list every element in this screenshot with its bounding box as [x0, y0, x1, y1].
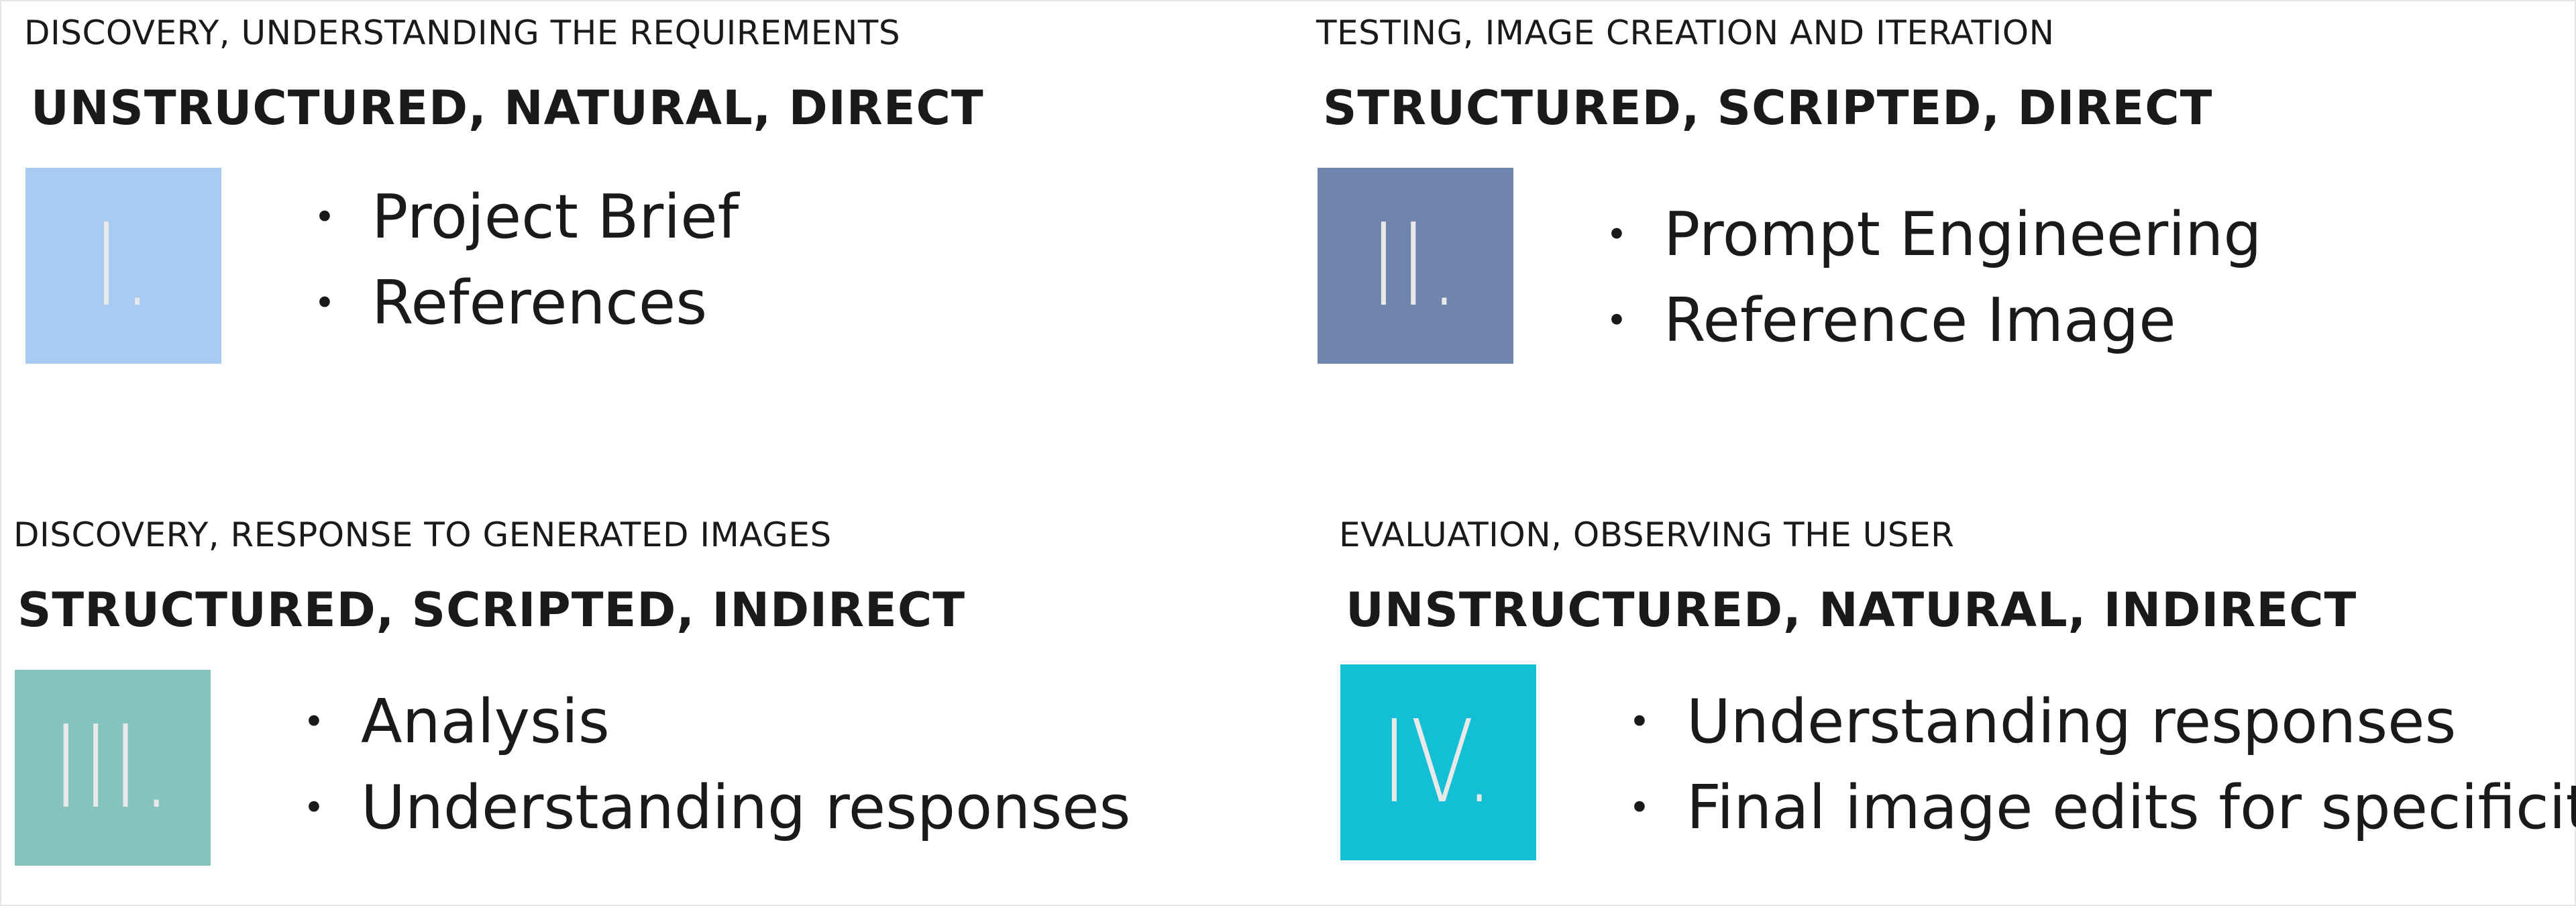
quadrant-1-numeral-box: I. — [25, 168, 221, 364]
quadrant-4-numeral: IV. — [1380, 696, 1497, 829]
quadrant-1-numeral: I. — [93, 199, 154, 332]
quadrant-4-heading: UNSTRUCTURED, NATURAL, INDIRECT — [1346, 583, 2357, 638]
bullet-icon: • — [314, 282, 335, 324]
bullet-icon: • — [1606, 299, 1627, 342]
quadrant-3-subtitle: DISCOVERY, RESPONSE TO GENERATED IMAGES — [13, 515, 832, 554]
list-item: •Understanding responses — [294, 765, 1130, 851]
quadrant-2-list: •Prompt Engineering •Reference Image — [1597, 192, 2261, 364]
quadrant-2-numeral: II. — [1369, 199, 1462, 332]
quadrant-1-heading: UNSTRUCTURED, NATURAL, DIRECT — [31, 81, 984, 136]
bullet-icon: • — [303, 787, 325, 829]
list-item: •Prompt Engineering — [1597, 192, 2261, 278]
quadrant-3-numeral: III. — [52, 701, 174, 834]
bullet-icon: • — [303, 701, 325, 743]
quadrant-4-numeral-box: IV. — [1340, 664, 1536, 860]
list-item: •Analysis — [294, 679, 1130, 765]
list-item: •Reference Image — [1597, 278, 2261, 364]
quadrant-4-subtitle: EVALUATION, OBSERVING THE USER — [1339, 515, 1955, 554]
bullet-icon: • — [1629, 701, 1650, 743]
list-item: •Final image edits for specificity — [1619, 765, 2576, 851]
quadrant-3-heading: STRUCTURED, SCRIPTED, INDIRECT — [17, 583, 965, 638]
quadrant-4-list: •Understanding responses •Final image ed… — [1619, 679, 2576, 851]
bullet-icon: • — [1606, 213, 1627, 256]
quadrant-1-list: •Project Brief •References — [305, 174, 739, 346]
list-item: •References — [305, 260, 739, 346]
quadrant-3-list: •Analysis •Understanding responses — [294, 679, 1130, 851]
quadrant-3-numeral-box: III. — [15, 670, 211, 866]
quadrant-1-subtitle: DISCOVERY, UNDERSTANDING THE REQUIREMENT… — [24, 13, 901, 52]
quadrant-2-numeral-box: II. — [1318, 168, 1513, 364]
quadrant-2-subtitle: TESTING, IMAGE CREATION AND ITERATION — [1316, 13, 2055, 52]
list-item: •Project Brief — [305, 174, 739, 260]
list-item: •Understanding responses — [1619, 679, 2576, 765]
quadrant-2-heading: STRUCTURED, SCRIPTED, DIRECT — [1323, 81, 2213, 136]
bullet-icon: • — [314, 196, 335, 238]
bullet-icon: • — [1629, 787, 1650, 829]
